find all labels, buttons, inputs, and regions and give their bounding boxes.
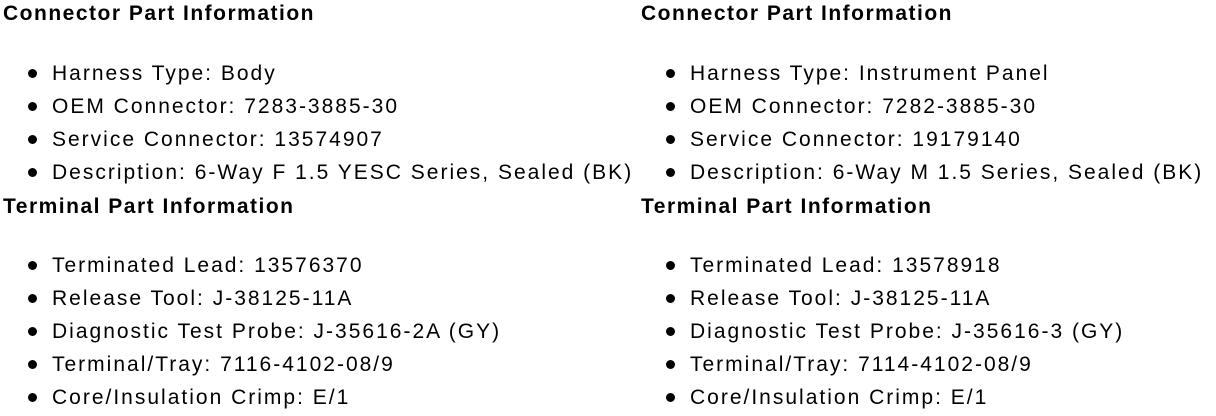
bullet-icon — [666, 102, 675, 111]
bullet-icon — [666, 294, 675, 303]
list-item-text: Terminal/Tray: 7116-4102-08/9 — [52, 352, 395, 376]
list-item-text: Diagnostic Test Probe: J-35616-2A (GY) — [52, 319, 502, 343]
list-item-text: Core/Insulation Crimp: E/1 — [690, 385, 989, 409]
list-item-terminal-tray: Terminal/Tray: 7114-4102-08/9 — [641, 348, 1216, 381]
bullet-icon — [28, 261, 37, 270]
list-item-text: Terminal/Tray: 7114-4102-08/9 — [690, 352, 1033, 376]
left-column: Connector Part Information Harness Type:… — [0, 0, 631, 414]
list-item-text: Terminated Lead: 13578918 — [690, 253, 1002, 277]
list-item-description: Description: 6-Way F 1.5 YESC Series, Se… — [3, 156, 631, 189]
terminal-info-list: Terminated Lead: 13576370 Release Tool: … — [3, 249, 608, 414]
list-item-terminal-tray: Terminal/Tray: 7116-4102-08/9 — [3, 348, 608, 381]
connector-info-list: Harness Type: Instrument Panel OEM Conne… — [641, 57, 1216, 189]
bullet-icon — [28, 294, 37, 303]
list-item-text: OEM Connector: 7283-3885-30 — [52, 94, 400, 118]
connector-part-information-heading: Connector Part Information — [3, 2, 316, 25]
bullet-icon — [666, 360, 675, 369]
list-item-service-connector: Service Connector: 13574907 — [3, 123, 608, 156]
bullet-icon — [666, 168, 675, 177]
bullet-icon — [666, 135, 675, 144]
list-item-text: Service Connector: 19179140 — [690, 127, 1022, 151]
list-item-text: OEM Connector: 7282-3885-30 — [690, 94, 1038, 118]
terminal-part-information-heading: Terminal Part Information — [641, 195, 933, 218]
bullet-icon — [28, 135, 37, 144]
list-item-text: Terminated Lead: 13576370 — [52, 253, 364, 277]
bullet-icon — [28, 69, 37, 78]
list-item-terminated-lead: Terminated Lead: 13576370 — [3, 249, 608, 282]
list-item-harness-type: Harness Type: Body — [3, 57, 608, 90]
list-item-core-insulation-crimp: Core/Insulation Crimp: E/1 — [3, 381, 608, 414]
bullet-icon — [28, 168, 37, 177]
list-item-text: Core/Insulation Crimp: E/1 — [52, 385, 351, 409]
list-item-text: Description: 6-Way M 1.5 Series, Sealed … — [690, 160, 1204, 184]
bullet-icon — [28, 393, 37, 402]
list-item-release-tool: Release Tool: J-38125-11A — [641, 282, 1216, 315]
right-column: Connector Part Information Harness Type:… — [608, 0, 1216, 414]
list-item-text: Service Connector: 13574907 — [52, 127, 384, 151]
bullet-icon — [666, 261, 675, 270]
list-item-text: Release Tool: J-38125-11A — [52, 286, 354, 310]
bullet-icon — [28, 327, 37, 336]
list-item-diagnostic-test-probe: Diagnostic Test Probe: J-35616-3 (GY) — [641, 315, 1216, 348]
list-item-harness-type: Harness Type: Instrument Panel — [641, 57, 1216, 90]
list-item-oem-connector: OEM Connector: 7282-3885-30 — [641, 90, 1216, 123]
bullet-icon — [666, 327, 675, 336]
terminal-info-list: Terminated Lead: 13578918 Release Tool: … — [641, 249, 1216, 414]
bullet-icon — [666, 69, 675, 78]
list-item-service-connector: Service Connector: 19179140 — [641, 123, 1216, 156]
list-item-release-tool: Release Tool: J-38125-11A — [3, 282, 608, 315]
list-item-text: Harness Type: Instrument Panel — [690, 61, 1050, 85]
list-item-core-insulation-crimp: Core/Insulation Crimp: E/1 — [641, 381, 1216, 414]
list-item-text: Description: 6-Way F 1.5 YESC Series, Se… — [52, 160, 634, 184]
connector-info-list: Harness Type: Body OEM Connector: 7283-3… — [3, 57, 631, 189]
list-item-text: Diagnostic Test Probe: J-35616-3 (GY) — [690, 319, 1125, 343]
connector-part-information-heading: Connector Part Information — [641, 2, 954, 25]
bullet-icon — [28, 102, 37, 111]
list-item-description: Description: 6-Way M 1.5 Series, Sealed … — [641, 156, 1216, 189]
list-item-text: Harness Type: Body — [52, 61, 277, 85]
list-item-diagnostic-test-probe: Diagnostic Test Probe: J-35616-2A (GY) — [3, 315, 608, 348]
list-item-oem-connector: OEM Connector: 7283-3885-30 — [3, 90, 608, 123]
bullet-icon — [666, 393, 675, 402]
list-item-text: Release Tool: J-38125-11A — [690, 286, 992, 310]
list-item-terminated-lead: Terminated Lead: 13578918 — [641, 249, 1216, 282]
terminal-part-information-heading: Terminal Part Information — [3, 195, 295, 218]
bullet-icon — [28, 360, 37, 369]
